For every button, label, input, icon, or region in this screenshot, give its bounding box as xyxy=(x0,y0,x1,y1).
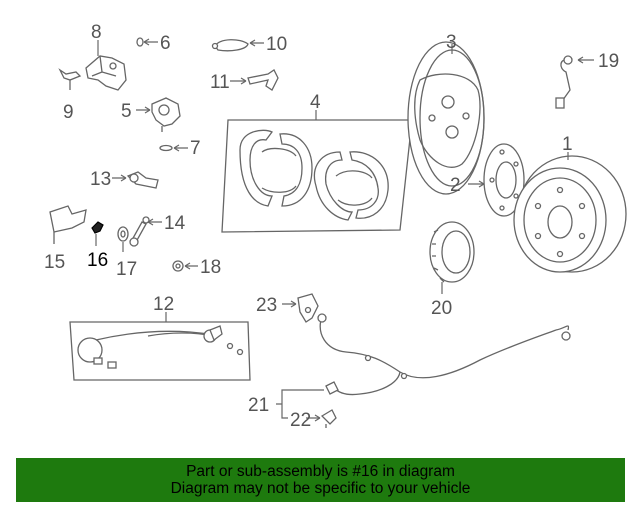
banner-line-part-info: Part or sub-assembly is #16 in diagram xyxy=(186,463,455,480)
callout-13: 13 xyxy=(90,169,111,190)
part-3-backing-plate[interactable] xyxy=(407,41,485,195)
part-22-speed-sensor[interactable] xyxy=(320,409,337,428)
callout-14: 14 xyxy=(164,213,186,234)
callout-17: 17 xyxy=(116,259,137,280)
part-17-washer[interactable] xyxy=(117,226,129,242)
part-7-oring[interactable] xyxy=(159,144,173,152)
part-6-ring[interactable] xyxy=(136,37,144,47)
callout-12: 12 xyxy=(153,294,174,315)
part-2-gasket[interactable] xyxy=(483,143,525,217)
leader-5 xyxy=(136,106,151,114)
callout-7: 7 xyxy=(190,138,201,159)
part-1-brake-drum[interactable] xyxy=(513,155,627,273)
leader-14 xyxy=(147,218,162,226)
leader-13 xyxy=(112,174,127,182)
leader-2 xyxy=(468,180,485,188)
callout-3: 3 xyxy=(446,32,457,53)
leader-23 xyxy=(282,300,297,308)
callout-16: 16 xyxy=(87,250,108,271)
part-16-clip-highlighted[interactable] xyxy=(91,221,104,234)
callout-21: 21 xyxy=(248,395,269,416)
part-20-tone-ring[interactable] xyxy=(429,221,475,283)
part-12-brake-line-kit[interactable] xyxy=(69,321,251,381)
callout-15: 15 xyxy=(44,252,65,273)
callout-20: 20 xyxy=(431,298,452,319)
part-21-abs-sensor-harness[interactable] xyxy=(317,313,571,396)
leader-21 xyxy=(276,389,324,419)
info-banner: Part or sub-assembly is #16 in diagram D… xyxy=(16,458,625,502)
callout-4: 4 xyxy=(310,92,321,113)
part-5-wheel-cylinder[interactable] xyxy=(151,97,181,132)
part-14-pin[interactable] xyxy=(129,216,150,247)
part-15-plate[interactable] xyxy=(49,205,87,244)
callout-1: 1 xyxy=(562,134,573,155)
part-23-sensor-bracket[interactable] xyxy=(297,293,319,323)
callout-22: 22 xyxy=(290,410,311,431)
callout-9: 9 xyxy=(63,102,74,123)
part-13-adjuster[interactable] xyxy=(126,171,159,189)
part-18-nut[interactable] xyxy=(172,260,184,272)
leader-19 xyxy=(577,56,594,64)
leader-6 xyxy=(143,38,158,46)
part-11-bracket[interactable] xyxy=(247,69,279,91)
part-9-bolt[interactable] xyxy=(58,68,82,90)
callout-8: 8 xyxy=(91,22,102,43)
callout-11: 11 xyxy=(210,72,230,93)
parts-diagram: 8 9 6 10 11 5 7 13 xyxy=(44,22,627,431)
leader-11 xyxy=(230,77,247,85)
leader-7 xyxy=(173,144,188,152)
part-4-brake-shoe-kit[interactable] xyxy=(221,119,413,233)
leader-18 xyxy=(184,262,198,270)
callout-19: 19 xyxy=(598,51,619,72)
leader-22 xyxy=(306,414,321,422)
banner-line-disclaimer: Diagram may not be specific to your vehi… xyxy=(170,480,471,497)
callout-23: 23 xyxy=(256,295,277,316)
callout-5: 5 xyxy=(121,101,132,122)
part-8-caliper-bracket[interactable] xyxy=(85,55,127,91)
leader-10 xyxy=(249,39,264,47)
part-10-hose[interactable] xyxy=(211,39,249,52)
callout-18: 18 xyxy=(200,257,221,278)
callout-2: 2 xyxy=(450,175,461,196)
callout-6: 6 xyxy=(160,33,171,54)
callout-10: 10 xyxy=(266,34,287,55)
part-19-brake-hose[interactable] xyxy=(555,55,573,109)
